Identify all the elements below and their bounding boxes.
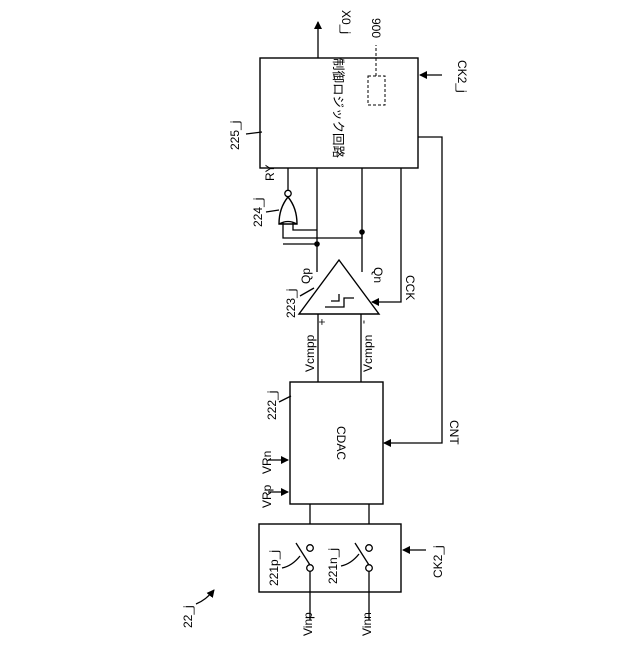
qn-junction <box>359 229 365 235</box>
output-x0-label: X0_j <box>339 10 353 34</box>
cdac-label: CDAC <box>334 426 348 460</box>
cck-label: CCK <box>403 275 417 300</box>
ref-221p: 221p_j <box>267 550 281 586</box>
ref-224: 224_j <box>251 198 265 227</box>
leader-222 <box>279 396 291 402</box>
plus-label: + <box>315 318 329 325</box>
ref-221n: 221n_j <box>326 548 340 584</box>
leader-224 <box>266 210 279 212</box>
leader-223 <box>300 288 314 296</box>
ref-223: 223_j <box>284 289 298 318</box>
switch-p-bottom-node <box>307 565 314 572</box>
vinp-label: Vinp <box>301 612 315 636</box>
vcmpp-label: Vcmpp <box>303 334 317 372</box>
gate-bubble <box>285 190 291 196</box>
cnt-label: CNT <box>447 420 461 445</box>
ref-225: 225_j <box>228 121 242 150</box>
vcmpn-label: Vcmpn <box>361 335 375 372</box>
qn-label: Qn <box>371 267 385 283</box>
ref-222: 222_j <box>265 391 279 420</box>
switch-n-top-node <box>366 545 373 552</box>
minus-label: - <box>358 320 372 324</box>
vinn-label: Vinn <box>360 612 374 636</box>
clock-bottom-label: CK2_j <box>431 545 445 578</box>
gate-body <box>279 197 297 224</box>
qp-label: Qp <box>299 268 313 284</box>
control-logic-label: 制御ロジック回路 <box>331 58 346 159</box>
clock-top-label: CK2_j <box>455 60 469 93</box>
switch-p-top-node <box>307 545 314 552</box>
leader-22 <box>196 590 214 604</box>
switch-n-bottom-node <box>366 565 373 572</box>
vrp-label: VRp <box>260 484 274 508</box>
ref-22: 22_j <box>181 605 195 628</box>
ry-label: RY <box>263 165 277 181</box>
ref-900: 900 <box>369 18 383 38</box>
vrn-label: VRn <box>260 451 274 474</box>
